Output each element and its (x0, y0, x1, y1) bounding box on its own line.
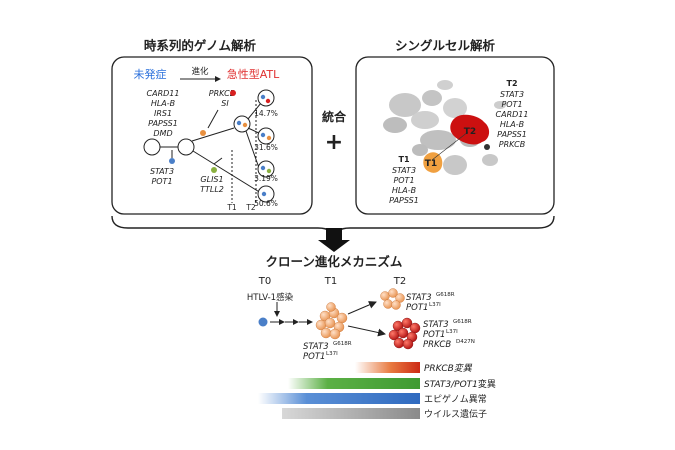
svg-text:STAT3: STAT3 (500, 90, 524, 99)
clone-dots (236, 94, 272, 197)
svg-text:POT1: POT1 (423, 330, 445, 340)
bar-prkcb-label: PRKCB変異 (424, 363, 473, 374)
t1-clone-cluster (315, 302, 348, 340)
stage-t2: T2 (393, 276, 406, 287)
svg-text:HLA-B: HLA-B (500, 120, 524, 129)
bar-viral (282, 408, 420, 419)
right-panel-title: シングルセル解析 (395, 38, 496, 53)
gene-c-1: SI (221, 99, 229, 108)
svg-text:T2: T2 (506, 79, 517, 88)
svg-text:STAT3: STAT3 (303, 342, 329, 352)
down-arrow (318, 228, 350, 252)
genes-a-list: CARD11 HLA-B IRS1 PAPSS1 DMD (147, 89, 180, 138)
end-label: 急性型ATL (227, 67, 280, 81)
umap-plot (383, 80, 506, 175)
gene-a-3: PAPSS1 (148, 119, 178, 128)
t0-cell (258, 317, 268, 327)
svg-text:POT1: POT1 (393, 176, 414, 185)
genes-c-list: PRKCB SI (209, 89, 236, 108)
t2-lower-mutations: STAT3 G618R POT1 L37I PRKCB D427N (423, 319, 475, 350)
gene-a-2: IRS1 (154, 109, 172, 118)
t2-gene-list: T2 STAT3 POT1 CARD11 HLA-B PAPSS1 PRKCB (496, 79, 529, 149)
svg-text:G618R: G618R (436, 292, 455, 298)
svg-text:PRKCB: PRKCB (499, 140, 526, 149)
gene-d-0: GLIS1 (200, 175, 223, 184)
genes-b-list: STAT3 POT1 (150, 167, 174, 186)
gene-b-0: STAT3 (150, 167, 174, 176)
mutation-dot-blue (169, 158, 175, 164)
stage-t1: T1 (324, 276, 337, 287)
svg-text:POT1: POT1 (406, 303, 428, 313)
t1-cluster-label: T1 (425, 159, 437, 169)
bar-prkcb (355, 362, 420, 373)
svg-text:L37I: L37I (446, 329, 458, 335)
svg-text:PAPSS1: PAPSS1 (497, 130, 527, 139)
evolution-arrow-label: 進化 (191, 66, 209, 77)
plus-sign: + (325, 130, 343, 155)
svg-text:STAT3: STAT3 (423, 320, 449, 330)
svg-text:HLA-B: HLA-B (392, 186, 416, 195)
t2-cluster-label: T2 (464, 127, 476, 137)
genes-d-list: GLIS1 TTLL2 (200, 175, 224, 194)
svg-text:D427N: D427N (456, 339, 475, 345)
svg-text:CARD11: CARD11 (496, 110, 529, 119)
mutation-dot-red (230, 90, 236, 96)
left-panel-title: 時系列的ゲノム解析 (144, 38, 257, 53)
svg-text:STAT3: STAT3 (392, 166, 416, 175)
gene-a-4: DMD (153, 129, 172, 138)
bottom-title: クローン進化メカニズム (266, 254, 403, 269)
svg-text:G618R: G618R (333, 341, 352, 347)
percent-1: 14.7% (254, 109, 278, 118)
gene-c-0: PRKCB (209, 89, 236, 98)
t2-lower-cluster (388, 317, 421, 350)
svg-text:L37I: L37I (429, 302, 441, 308)
stage-t0: T0 (258, 276, 271, 287)
timepoint-t2: T2 (245, 203, 256, 212)
svg-text:L37I: L37I (326, 351, 338, 357)
t2-cluster (450, 114, 490, 145)
gene-b-1: POT1 (151, 177, 172, 186)
combine-label: 統合 (322, 109, 347, 124)
svg-text:PRKCB: PRKCB (423, 340, 451, 350)
branch-arrow-lower (347, 325, 386, 337)
percent-3: 3.19% (254, 174, 278, 183)
svg-text:G618R: G618R (453, 319, 472, 325)
bar-stat3-pot1 (288, 378, 420, 389)
svg-text:STAT3: STAT3 (406, 293, 432, 303)
bar-viral-label: ウイルス遺伝子 (424, 408, 487, 420)
t2-upper-cluster (380, 288, 405, 310)
start-label: 未発症 (134, 67, 167, 81)
t1-cluster (423, 152, 443, 173)
timepoint-t1: T1 (226, 203, 237, 212)
t1-gene-list: T1 STAT3 POT1 HLA-B PAPSS1 (389, 155, 419, 205)
bar-stat3-pot1-label: STAT3/POT1変異 (424, 378, 496, 390)
svg-text:POT1: POT1 (501, 100, 522, 109)
infection-label: HTLV-1感染 (247, 292, 294, 303)
bar-epigenome-label: エピゲノム異常 (424, 393, 487, 405)
mutation-dot-orange (200, 130, 206, 136)
branch-arrow-upper (347, 301, 377, 315)
svg-text:T1: T1 (398, 155, 409, 164)
mutation-dot-green (211, 167, 217, 173)
percent-4: 50.6% (254, 199, 278, 208)
t1-mutations: STAT3 G618R POT1 L37I (303, 341, 352, 362)
gene-a-0: CARD11 (147, 89, 180, 98)
percent-2: 31.6% (254, 143, 278, 152)
svg-text:PAPSS1: PAPSS1 (389, 196, 419, 205)
bar-epigenome (258, 393, 420, 404)
t2-upper-mutations: STAT3 G618R POT1 L37I (406, 292, 455, 313)
gene-a-1: HLA-B (151, 99, 175, 108)
gene-d-1: TTLL2 (200, 185, 224, 194)
svg-text:POT1: POT1 (303, 352, 325, 362)
